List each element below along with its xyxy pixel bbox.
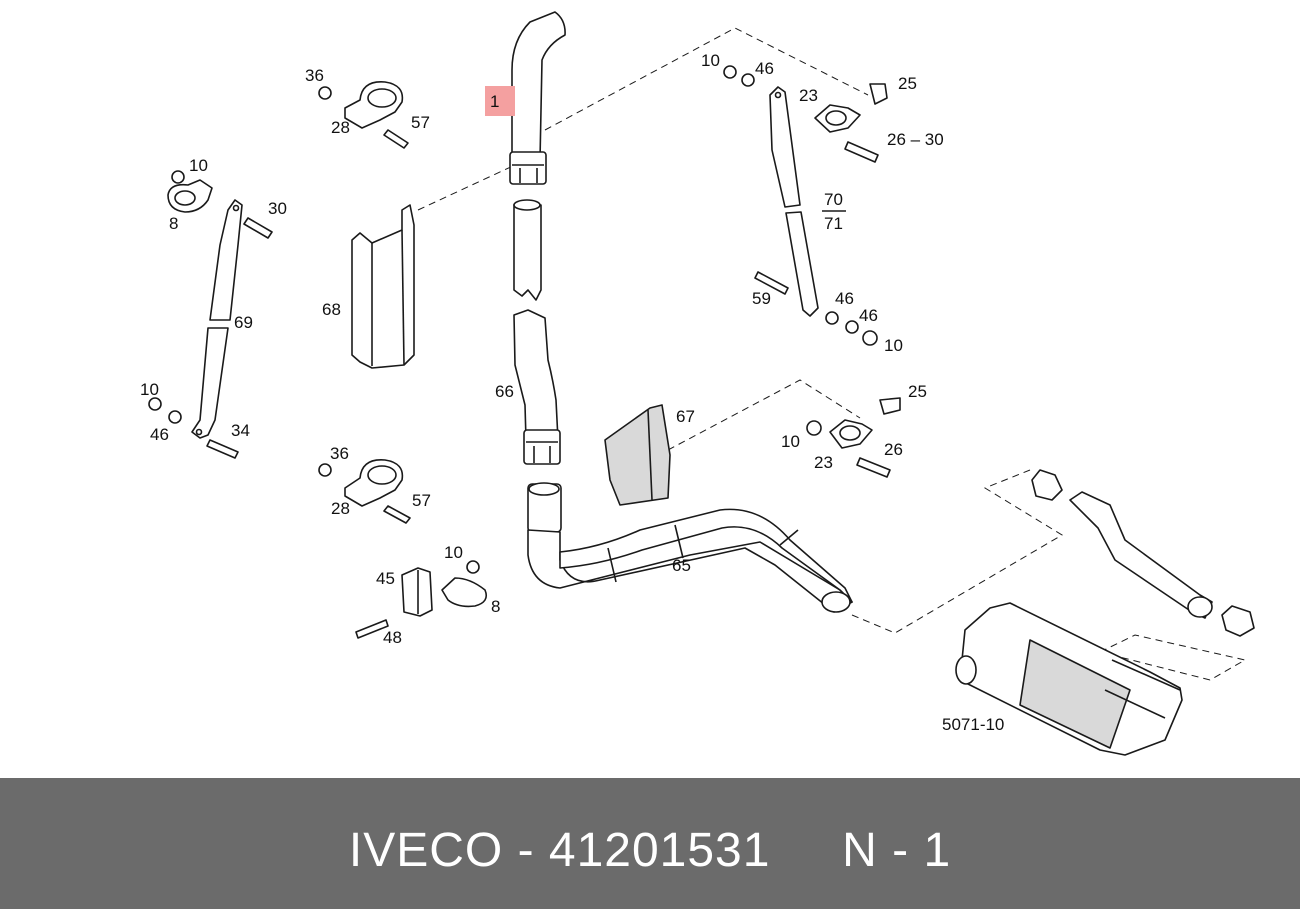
label-68: 68 — [322, 300, 341, 319]
label-48: 48 — [383, 628, 402, 647]
label-30: 30 — [268, 199, 287, 218]
pipe-assembly-right[interactable] — [1031, 469, 1255, 637]
label-28-upper: 28 — [331, 118, 350, 137]
label-8-upper: 8 — [169, 214, 178, 233]
clamp-part-8-upper[interactable] — [167, 179, 213, 213]
label-10-d: 10 — [701, 51, 720, 70]
shield-part-67[interactable] — [604, 404, 671, 506]
bolts — [206, 83, 901, 639]
strut-part-70-71[interactable] — [769, 86, 819, 317]
label-70: 70 — [824, 190, 843, 209]
label-36-lower: 36 — [330, 444, 349, 463]
label-34: 34 — [231, 421, 250, 440]
label-10-a: 10 — [189, 156, 208, 175]
label-23-lower: 23 — [814, 453, 833, 472]
pipe-straight[interactable] — [513, 199, 542, 301]
label-69: 69 — [234, 313, 253, 332]
label-57-lower: 57 — [412, 491, 431, 510]
label-28-lower: 28 — [331, 499, 350, 518]
label-26-30: 26 – 30 — [887, 130, 944, 149]
label-46-c: 46 — [835, 289, 854, 308]
clamp-part-28-lower[interactable] — [344, 459, 404, 507]
part-number-caption: IVECO - 41201531 N - 1 — [348, 824, 952, 877]
label-10-e: 10 — [884, 336, 903, 355]
label-10-c: 10 — [444, 543, 463, 562]
pipe-part-1[interactable] — [509, 11, 566, 185]
diagram-svg: 1 36 28 57 10 8 30 69 68 10 46 34 36 28 … — [140, 11, 1255, 756]
label-46-b: 46 — [755, 59, 774, 78]
label-45: 45 — [376, 569, 395, 588]
label-25-lower: 25 — [908, 382, 927, 401]
pipe-part-66[interactable] — [513, 309, 561, 465]
label-25-upper: 25 — [898, 74, 917, 93]
label-23-upper: 23 — [799, 86, 818, 105]
label-67: 67 — [676, 407, 695, 426]
label-46-d: 46 — [859, 306, 878, 325]
label-10-b: 10 — [140, 380, 159, 399]
part-labels: 1 36 28 57 10 8 30 69 68 10 46 34 36 28 … — [140, 51, 1004, 734]
label-71: 71 — [824, 214, 843, 233]
label-59: 59 — [752, 289, 771, 308]
label-36-upper: 36 — [305, 66, 324, 85]
muffler-5071-10[interactable] — [955, 602, 1183, 756]
fasteners — [148, 65, 878, 574]
shield-part-68[interactable] — [351, 204, 415, 369]
exhaust-parts-diagram: 1 36 28 57 10 8 30 69 68 10 46 34 36 28 … — [140, 11, 1255, 756]
leader-lines — [417, 27, 1247, 681]
label-8-lower: 8 — [491, 597, 500, 616]
label-66: 66 — [495, 382, 514, 401]
part-info-footer: IVECO - 41201531 N - 1 — [0, 778, 1300, 909]
clamp-part-23-lower[interactable] — [829, 419, 873, 449]
clamp-part-23-upper[interactable] — [814, 104, 861, 133]
label-57-upper: 57 — [411, 113, 430, 132]
pipe-part-65[interactable] — [527, 482, 853, 613]
clamp-part-28-upper[interactable] — [344, 81, 404, 129]
label-46-a: 46 — [150, 425, 169, 444]
label-5071-10: 5071-10 — [942, 715, 1004, 734]
label-65: 65 — [672, 556, 691, 575]
label-1[interactable]: 1 — [490, 92, 499, 111]
label-10-f: 10 — [781, 432, 800, 451]
label-26: 26 — [884, 440, 903, 459]
strut-part-69[interactable] — [191, 199, 243, 439]
highlight-box — [485, 86, 515, 116]
clamp-part-8-lower[interactable] — [401, 567, 488, 617]
